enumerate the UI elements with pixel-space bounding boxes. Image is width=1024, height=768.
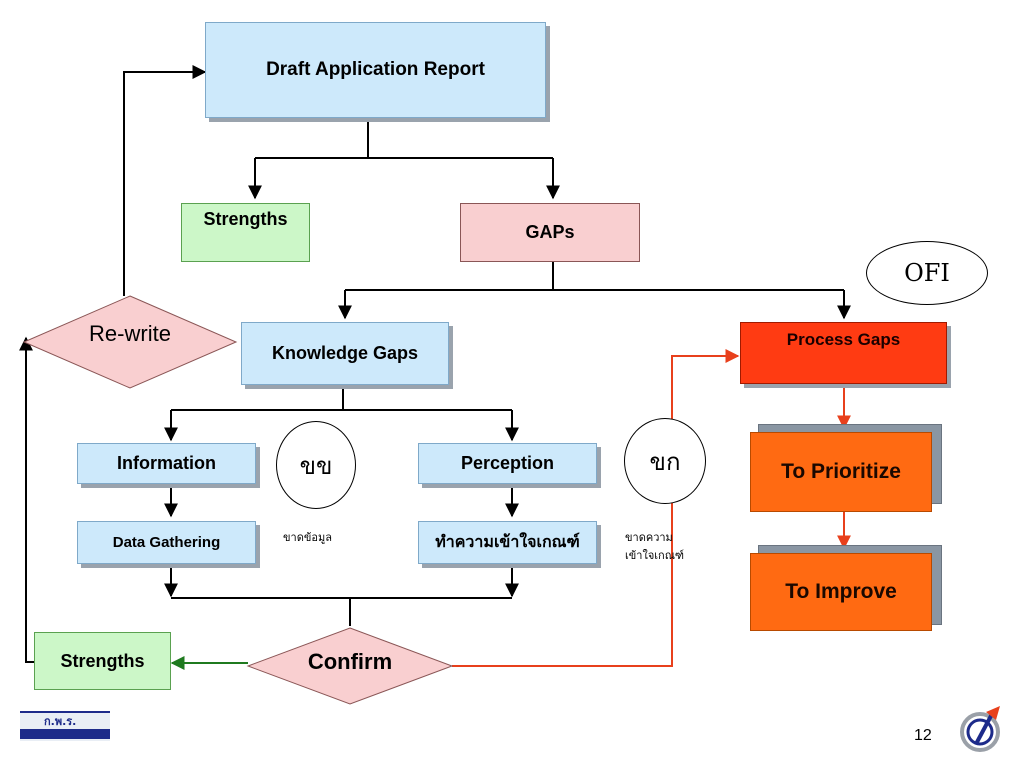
- rewrite-label: Re-write: [89, 321, 171, 346]
- kk-circle: ขข: [276, 421, 356, 509]
- rewrite-diamond: [22, 295, 238, 389]
- to-prioritize-box: To Prioritize: [750, 432, 932, 512]
- arrow-confirm-to-process-gaps: [452, 349, 740, 667]
- to-prioritize-label: To Prioritize: [781, 460, 901, 483]
- kg-circle-label: ขก: [649, 447, 681, 476]
- draft-application-report-label: Draft Application Report: [266, 59, 485, 80]
- strengths-bottom-label: Strengths: [60, 650, 145, 671]
- draft-application-report-box: Draft Application Report: [205, 22, 546, 118]
- kk-circle-label: ขข: [299, 451, 333, 480]
- org-logo-text: ก.พ.ร.: [44, 715, 77, 728]
- strengths-bottom-box: Strengths: [34, 632, 171, 690]
- strengths-top-box: Strengths: [181, 203, 310, 262]
- understand-criteria-label: ทำความเข้าใจเกณฑ์: [435, 532, 580, 551]
- knowledge-gaps-box: Knowledge Gaps: [241, 322, 449, 385]
- to-improve-box: To Improve: [750, 553, 932, 631]
- arrow-rewrite-to-draft: [123, 65, 207, 296]
- ofi-ellipse: OFI: [866, 241, 988, 305]
- process-gaps-label: Process Gaps: [786, 330, 901, 349]
- gaps-label: GAPs: [525, 222, 575, 242]
- strengths-top-label: Strengths: [203, 209, 288, 229]
- confirm-label: Confirm: [307, 649, 393, 674]
- kg-note-line1: ขาดความ: [625, 531, 673, 544]
- knowledge-gaps-label: Knowledge Gaps: [271, 343, 419, 363]
- ofi-label: OFI: [904, 259, 950, 287]
- process-gaps-box: Process Gaps: [740, 322, 947, 384]
- org-logo-bar: [20, 729, 110, 739]
- kg-note-line2: เข้าใจเกณฑ์: [625, 549, 685, 562]
- arrow-strengths-to-rewrite: [19, 336, 34, 663]
- information-label: Information: [117, 453, 216, 473]
- kg-note: ขาดความ เข้าใจเกณฑ์: [625, 529, 684, 565]
- page-number: 12: [914, 727, 932, 744]
- perception-box: Perception: [418, 443, 597, 484]
- kg-circle: ขก: [624, 418, 706, 504]
- kk-note: ขาดข้อมูล: [283, 529, 332, 547]
- to-improve-label: To Improve: [785, 580, 897, 603]
- understand-criteria-box: ทำความเข้าใจเกณฑ์: [418, 521, 597, 564]
- gaps-box: GAPs: [460, 203, 640, 262]
- rewrite-label-wrap: Re-write: [24, 296, 236, 372]
- confirm-diamond: [246, 627, 454, 705]
- data-gathering-label: Data Gathering: [112, 534, 221, 551]
- brand-logo-icon: [960, 706, 1000, 752]
- information-box: Information: [77, 443, 256, 484]
- kk-note-text: ขาดข้อมูล: [283, 531, 332, 544]
- perception-label: Perception: [460, 453, 555, 473]
- org-logo: ก.พ.ร.: [20, 711, 110, 741]
- confirm-label-wrap: Confirm: [248, 628, 452, 696]
- data-gathering-box: Data Gathering: [77, 521, 256, 564]
